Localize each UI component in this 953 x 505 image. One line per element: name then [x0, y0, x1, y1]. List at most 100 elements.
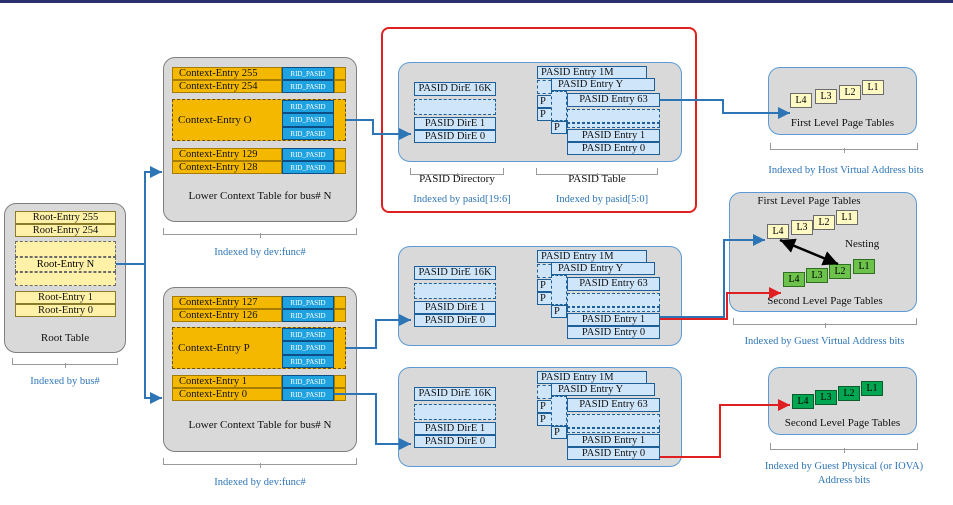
pasid-side-p3-top: P: [551, 121, 567, 134]
pasid-highlight-box: [381, 27, 697, 213]
top-accent-bar: [0, 0, 953, 3]
context-entry-254-tail: [334, 80, 346, 93]
rid-pasid-o-2: RID_PASID: [282, 113, 334, 127]
nesting-second-l4: L4: [783, 272, 805, 287]
root-table-title: Root Table: [40, 332, 90, 344]
rid-pasid-o-1: RID_PASID: [282, 100, 334, 113]
pasid-front-dashed-middle: [567, 293, 660, 307]
nesting-second-l1: L1: [853, 259, 875, 274]
nesting-first-l2: L2: [813, 215, 835, 230]
pasid-entry-y-bottom: PASID Entry Y: [551, 383, 655, 396]
pasid-dir-0-middle: PASID DirE 0: [414, 314, 496, 327]
pasid-front-dashed2-top: [567, 123, 660, 128]
pasid-entry-0-middle: PASID Entry 0: [567, 326, 660, 339]
pasid-side-p3-bottom: P: [551, 426, 567, 439]
second-level-index-caption-2: Address bits: [817, 475, 871, 486]
root-entry-255: Root-Entry 255: [15, 211, 116, 224]
pasid-entry-1-bottom: PASID Entry 1: [567, 434, 660, 447]
rid-pasid-126: RID_PASID: [282, 309, 334, 322]
first-level-l2: L2: [839, 85, 861, 100]
rid-pasid-254: RID_PASID: [282, 80, 334, 93]
pasid-entry-63-top: PASID Entry 63: [567, 93, 660, 107]
rid-pasid-p-3: RID_PASID: [282, 355, 334, 368]
pasid-entry-y-middle: PASID Entry Y: [551, 262, 655, 275]
context-entry-255: Context-Entry 255: [172, 67, 282, 80]
pasid-dir-1-middle: PASID DirE 1: [414, 301, 496, 314]
pasid-dir-0-top: PASID DirE 0: [414, 130, 496, 143]
nesting-bottom-title: Second Level Page Tables: [767, 295, 883, 307]
pasid-entry-y-top: PASID Entry Y: [551, 78, 655, 91]
arrow-pasid-1-to-nesting-first: [660, 234, 765, 318]
root-entry-254: Root-Entry 254: [15, 224, 116, 237]
nesting-top-title: First Level Page Tables: [757, 195, 861, 207]
rid-pasid-0: RID_PASID: [282, 388, 334, 401]
rid-pasid-128: RID_PASID: [282, 161, 334, 174]
nesting-first-l4: L4: [767, 224, 789, 239]
context-lower-index-brace: [163, 458, 357, 468]
arrow-ctx-0-to-pasid-dir: [334, 393, 411, 450]
second-level-l1: L1: [861, 381, 883, 396]
pasid-entry-1-middle: PASID Entry 1: [567, 313, 660, 326]
first-level-l3: L3: [815, 89, 837, 104]
first-level-l4: L4: [790, 93, 812, 108]
context-entry-255-tail: [334, 67, 346, 80]
rid-pasid-129: RID_PASID: [282, 148, 334, 161]
pasid-dir-1-top: PASID DirE 1: [414, 117, 496, 130]
context-entry-128: Context-Entry 128: [172, 161, 282, 174]
pasid-dir-1-bottom: PASID DirE 1: [414, 422, 496, 435]
pasid-table-label: PASID Table: [568, 173, 626, 185]
context-entry-129: Context-Entry 129: [172, 148, 282, 161]
context-entry-0: Context-Entry 0: [172, 388, 282, 401]
root-index-caption: Indexed by bus#: [30, 376, 100, 387]
nesting-index-caption: Indexed by Guest Virtual Address bits: [744, 336, 905, 347]
pasid-dir-dashed-bottom: [414, 404, 496, 420]
arrow-ctx-o-to-pasid-dir: [346, 119, 411, 140]
pasid-front-dashed2-middle: [567, 307, 660, 312]
context-table-upper-title: Lower Context Table for bus# N: [188, 190, 332, 202]
pasid-mid-dashed-middle: [551, 275, 567, 305]
context-entry-o: Context-Entry O: [178, 114, 252, 126]
arrow-pasid-1-to-nesting-second: [660, 287, 781, 320]
pasid-entry-63-bottom: PASID Entry 63: [567, 398, 660, 412]
pasid-entry-63-middle: PASID Entry 63: [567, 277, 660, 291]
pasid-dir-0-bottom: PASID DirE 0: [414, 435, 496, 448]
context-entry-1: Context-Entry 1: [172, 375, 282, 388]
context-table-lower-title: Lower Context Table for bus# N: [188, 419, 332, 431]
rid-pasid-127: RID_PASID: [282, 296, 334, 309]
pasid-dir-16k-top: PASID DirE 16K: [414, 82, 496, 96]
root-entry-dashed-bottom: [15, 272, 116, 286]
pasid-side-p3-middle: P: [551, 305, 567, 318]
rid-pasid-255: RID_PASID: [282, 67, 334, 80]
arrow-pasid-0-to-second-level: [660, 399, 790, 458]
arrow-root-to-upper-context: [116, 166, 162, 265]
second-level-brace: [770, 443, 918, 453]
root-entry-1: Root-Entry 1: [15, 291, 116, 304]
pasid-dir-index-caption: Indexed by pasid[19:6]: [413, 194, 511, 205]
pasid-mid-dashed-top: [551, 91, 567, 121]
second-level-title: Second Level Page Tables: [784, 417, 901, 429]
rid-pasid-1: RID_PASID: [282, 375, 334, 388]
context-upper-index-caption: Indexed by dev:func#: [214, 247, 306, 258]
nesting-first-l3: L3: [791, 220, 813, 235]
pasid-dir-16k-middle: PASID DirE 16K: [414, 266, 496, 280]
pasid-dir-brace: [410, 168, 504, 178]
first-level-index-caption: Indexed by Host Virtual Address bits: [768, 165, 924, 176]
root-entry-0: Root-Entry 0: [15, 304, 116, 317]
pasid-entry-1-top: PASID Entry 1: [567, 129, 660, 142]
nesting-second-l3: L3: [806, 268, 828, 283]
root-index-brace: [12, 358, 118, 368]
context-lower-index-caption: Indexed by dev:func#: [214, 477, 306, 488]
context-entry-127-tail: [334, 296, 346, 309]
nesting-first-l1: L1: [836, 210, 858, 225]
context-entry-1-tail: [334, 375, 346, 388]
context-entry-254: Context-Entry 254: [172, 80, 282, 93]
pasid-front-dashed-top: [567, 109, 660, 123]
arrow-root-to-lower-context: [116, 263, 162, 404]
first-level-title: First Level Page Tables: [790, 117, 895, 129]
rid-pasid-o-3: RID_PASID: [282, 127, 334, 140]
context-entry-126-tail: [334, 309, 346, 322]
context-upper-index-brace: [163, 228, 357, 238]
nesting-brace: [733, 318, 917, 328]
pasid-directory-label: PASID Directory: [419, 173, 495, 185]
arrow-ctx-p-to-pasid-dir: [346, 314, 411, 349]
